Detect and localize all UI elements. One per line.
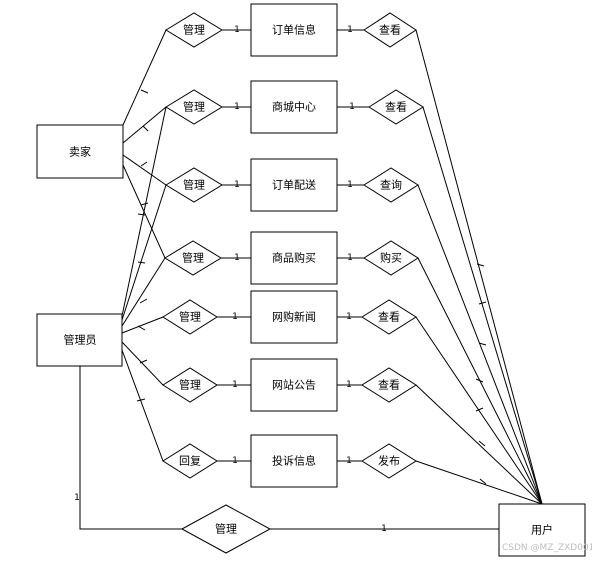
relation-publish-complaint-info: 发布 xyxy=(361,443,417,479)
entity-order-info: 订单信息 xyxy=(250,3,338,57)
cardinality-label: 1 xyxy=(234,180,240,190)
entity-complaint-info-label: 投诉信息 xyxy=(272,454,316,468)
cardinality-label: 1 xyxy=(232,380,238,390)
entity-user: 用户 xyxy=(498,503,586,557)
entity-product-purchase-label: 商品购买 xyxy=(272,251,316,265)
entity-admin: 管理员 xyxy=(36,313,123,367)
relation-manage-mall-center-label: 管理 xyxy=(183,100,205,114)
cardinality-label: 1 xyxy=(346,456,352,466)
cardinality-label: 1 xyxy=(234,102,240,112)
entity-site-notice-label: 网站公告 xyxy=(272,378,316,392)
cardinality-label: 1 xyxy=(232,312,238,322)
line-rr5-user xyxy=(415,316,543,505)
relation-manage-site-notice-label: 管理 xyxy=(179,378,201,392)
cardinality-label: 1 xyxy=(347,180,353,190)
relation-view-order-info-label: 查看 xyxy=(379,23,401,37)
relation-manage-order-delivery: 管理 xyxy=(165,167,223,203)
cardinality-labels: 1 1 1 1 1 1 1 1 1 1 1 1 1 1 1 1 xyxy=(74,25,387,534)
cardinality-label: 1 xyxy=(347,25,353,35)
line-rr3-user xyxy=(417,184,543,505)
entity-mall-center-label: 商城中心 xyxy=(272,100,316,114)
line-ticks xyxy=(136,89,487,485)
relation-view-mall-center-label: 查看 xyxy=(385,100,407,114)
entity-order-delivery: 订单配送 xyxy=(250,158,338,212)
cardinality-label: 1 xyxy=(74,493,80,503)
cardinality-label: 1 xyxy=(381,524,387,534)
entity-seller: 卖家 xyxy=(36,124,124,179)
relation-manage-product-purchase: 管理 xyxy=(164,240,222,276)
entity-product-purchase: 商品购买 xyxy=(250,231,338,285)
entity-admin-label: 管理员 xyxy=(64,333,97,347)
entity-site-notice: 网站公告 xyxy=(250,358,338,412)
relation-manage-product-purchase-label: 管理 xyxy=(182,251,204,265)
relation-manage-online-news-label: 管理 xyxy=(179,310,201,324)
line-admin-r7 xyxy=(121,349,164,462)
relation-manage-user: 管理 xyxy=(180,504,272,554)
cardinality-label: 1 xyxy=(349,102,355,112)
relation-buy-product-purchase-label: 购买 xyxy=(380,251,402,265)
relation-manage-order-info: 管理 xyxy=(165,12,223,48)
line-seller-r3 xyxy=(122,154,167,186)
entity-order-delivery-label: 订单配送 xyxy=(272,178,316,192)
entity-seller-label: 卖家 xyxy=(69,145,91,159)
line-admin-r6 xyxy=(121,341,164,386)
entity-order-info-label: 订单信息 xyxy=(272,23,316,37)
relation-buy-product-purchase: 购买 xyxy=(363,240,419,276)
cardinality-label: 1 xyxy=(346,380,352,390)
line-admin-r3 xyxy=(121,184,167,321)
entity-user-label: 用户 xyxy=(531,523,553,537)
relation-manage-mall-center: 管理 xyxy=(165,89,223,125)
relation-manage-online-news: 管理 xyxy=(162,299,218,335)
entity-mall-center: 商城中心 xyxy=(250,80,338,134)
relation-view-online-news-label: 查看 xyxy=(378,310,400,324)
relation-view-mall-center: 查看 xyxy=(368,89,424,125)
cardinality-label: 1 xyxy=(232,456,238,466)
watermark-text: CSDN @MZ_ZXD001 xyxy=(502,543,592,553)
line-rr7-user xyxy=(415,460,543,505)
line-admin-bottom-manage xyxy=(79,366,182,530)
relation-query-order-delivery-label: 查询 xyxy=(380,178,402,192)
relation-manage-order-info-label: 管理 xyxy=(183,23,205,37)
line-seller-r2 xyxy=(122,106,167,144)
cardinality-label: 1 xyxy=(234,25,240,35)
relation-view-site-notice: 查看 xyxy=(361,367,417,403)
line-admin-r2 xyxy=(121,106,167,317)
relation-reply-complaint-info-label: 回复 xyxy=(179,454,201,468)
line-rr2-user xyxy=(422,106,543,505)
line-admin-r5 xyxy=(121,316,164,334)
line-seller-r1 xyxy=(122,29,167,126)
line-admin-r4 xyxy=(121,257,166,327)
cardinality-label: 1 xyxy=(347,253,353,263)
entity-online-news-label: 网购新闻 xyxy=(272,310,316,324)
relation-manage-order-delivery-label: 管理 xyxy=(183,178,205,192)
relation-view-order-info: 查看 xyxy=(363,12,417,48)
cardinality-label: 1 xyxy=(234,253,240,263)
relation-manage-user-label: 管理 xyxy=(215,522,237,536)
relation-manage-site-notice: 管理 xyxy=(162,367,218,403)
line-rr6-user xyxy=(415,384,543,505)
relation-reply-complaint-info: 回复 xyxy=(162,443,218,479)
relation-publish-complaint-info-label: 发布 xyxy=(378,454,400,468)
entity-complaint-info: 投诉信息 xyxy=(250,434,338,488)
relation-view-online-news: 查看 xyxy=(361,299,417,335)
connectors xyxy=(79,29,543,530)
line-rr1-user xyxy=(415,29,543,505)
cardinality-label: 1 xyxy=(346,312,352,322)
relation-view-site-notice-label: 查看 xyxy=(378,378,400,392)
relation-query-order-delivery: 查询 xyxy=(363,167,419,203)
entity-online-news: 网购新闻 xyxy=(250,290,338,344)
